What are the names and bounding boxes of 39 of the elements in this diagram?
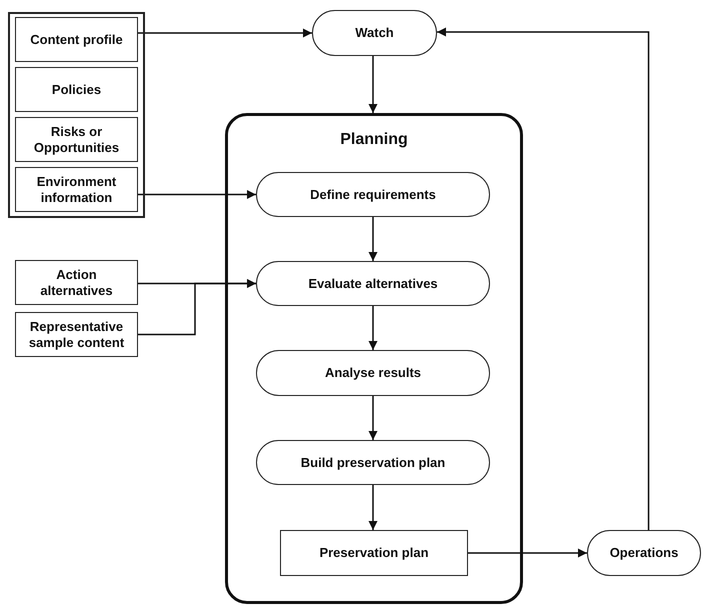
- node-label: Environment information: [36, 174, 118, 206]
- process-box: [15, 17, 138, 62]
- terminal-pill: [587, 530, 701, 576]
- arrow: [437, 28, 650, 530]
- arrow: [368, 217, 378, 261]
- container-title: Planning: [340, 130, 408, 150]
- process-box: [15, 312, 138, 357]
- node-label: Evaluate alternatives: [308, 276, 438, 292]
- terminal-pill: [256, 172, 490, 217]
- node-label: Policies: [52, 82, 102, 98]
- node-label: Action alternatives: [39, 266, 114, 298]
- arrow: [138, 279, 256, 336]
- node-label: Operations: [610, 545, 678, 561]
- arrow: [368, 396, 378, 440]
- arrow: [138, 28, 312, 38]
- terminal-pill: [256, 350, 490, 396]
- node-label: Watch: [355, 25, 394, 41]
- node-label: Content profile: [30, 32, 123, 48]
- terminal-pill: [312, 10, 437, 56]
- node-label: Risks or Opportunities: [32, 124, 120, 156]
- arrow: [468, 548, 587, 558]
- node-label: Preservation plan: [319, 545, 429, 561]
- process-box: [15, 167, 138, 212]
- input-group-box: [8, 12, 145, 218]
- process-box: [15, 260, 138, 305]
- planning-container: [225, 113, 523, 604]
- node-label: Representative sample content: [28, 318, 126, 350]
- arrow: [138, 190, 256, 199]
- node-label: Analyse results: [324, 365, 422, 381]
- terminal-pill: [256, 261, 490, 306]
- arrow: [368, 56, 378, 113]
- arrow: [368, 485, 378, 530]
- node-label: Define requirements: [310, 186, 436, 202]
- node-label: Build preservation plan: [300, 454, 446, 470]
- process-box: [15, 117, 138, 162]
- process-box: [15, 67, 138, 112]
- terminal-pill: [256, 440, 490, 485]
- process-box: [280, 530, 468, 576]
- arrow: [368, 306, 378, 350]
